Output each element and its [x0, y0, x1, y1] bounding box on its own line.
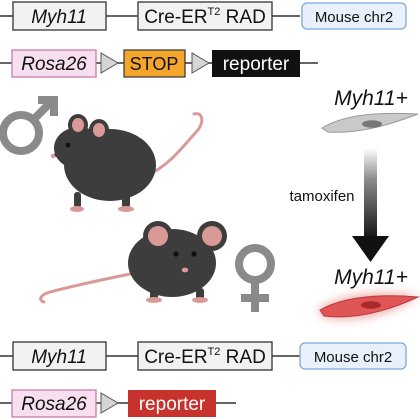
- construct-rosa26-top: Rosa26 STOP reporter: [0, 49, 318, 78]
- cre-suffix: RAD: [220, 7, 265, 28]
- stop-cassette-label: STOP: [130, 54, 179, 74]
- myh11-promoter-box: [12, 1, 107, 31]
- mouse-tail: [39, 270, 142, 304]
- rosa26-locus-label: Rosa26: [21, 54, 87, 75]
- mouse-tail: [146, 112, 204, 177]
- smooth-muscle-cell-labeled: [318, 293, 420, 319]
- cre-ert2-box: [137, 1, 273, 31]
- chromosome-label: Mouse chr2: [314, 349, 392, 366]
- female-symbol-icon: [235, 244, 275, 312]
- construct-rosa26-bottom: Rosa26 reporter: [0, 389, 236, 418]
- arrow-down-icon: [352, 148, 389, 262]
- loxp-triangle-icon: [100, 392, 119, 414]
- cre-ert2-label: Cre-ERT2 RAD: [144, 6, 266, 28]
- myh11-promoter-label: Myh11: [31, 347, 87, 368]
- construct-myh11-bottom: Myh11 Cre-ERT2 RAD Mouse chr2: [0, 341, 407, 371]
- chromosome-badge: [299, 342, 407, 370]
- male-symbol-icon: [0, 96, 58, 155]
- cre-ert2-box: [137, 341, 273, 371]
- rosa26-locus-box: [11, 389, 97, 418]
- reporter-on-label: reporter: [139, 394, 206, 415]
- reporter-off-box: [212, 50, 300, 77]
- myh11-promoter-box: [12, 341, 107, 371]
- mouse-paw: [70, 206, 84, 212]
- mouse-head: [54, 127, 104, 169]
- cre-suffix: RAD: [220, 347, 265, 368]
- rosa26-locus-box: [11, 49, 97, 78]
- mouse-paw: [146, 297, 162, 303]
- mouse-paw: [118, 206, 134, 212]
- cre-prefix: Cre-ER: [144, 347, 207, 368]
- treatment-label: tamoxifen: [289, 188, 354, 205]
- construct-myh11-top: Myh11 Cre-ERT2 RAD Mouse chr2: [0, 1, 407, 31]
- smooth-muscle-cell-unlabeled: [321, 112, 419, 133]
- mouse-icon: [50, 112, 204, 212]
- cre-superscript: T2: [208, 346, 221, 358]
- cre-superscript: T2: [208, 6, 221, 18]
- mouse-nose: [181, 267, 189, 273]
- cre-prefix: Cre-ER: [144, 7, 207, 28]
- rosa26-locus-label: Rosa26: [21, 394, 87, 415]
- myh11-promoter-label: Myh11: [31, 7, 87, 28]
- stop-cassette-box: [123, 49, 186, 78]
- chromosome-badge: [301, 2, 407, 30]
- mouse-eye: [65, 142, 71, 148]
- loxp-triangle-icon: [191, 52, 210, 74]
- mouse-paw: [192, 297, 208, 303]
- reporter-on-box: [128, 390, 216, 417]
- loxp-triangle-icon: [100, 52, 119, 74]
- mouse-eye: [191, 251, 197, 257]
- chromosome-label: Mouse chr2: [315, 9, 393, 26]
- cell-before-label: Myh11+: [334, 87, 408, 110]
- reporter-off-label: reporter: [223, 54, 290, 75]
- mouse-eye: [173, 251, 179, 257]
- mouse-icon: [39, 221, 227, 304]
- cre-ert2-label: Cre-ERT2 RAD: [144, 346, 266, 368]
- cell-after-label: Myh11+: [334, 266, 408, 289]
- mouse-head: [162, 236, 208, 280]
- mouse-nose: [50, 153, 56, 159]
